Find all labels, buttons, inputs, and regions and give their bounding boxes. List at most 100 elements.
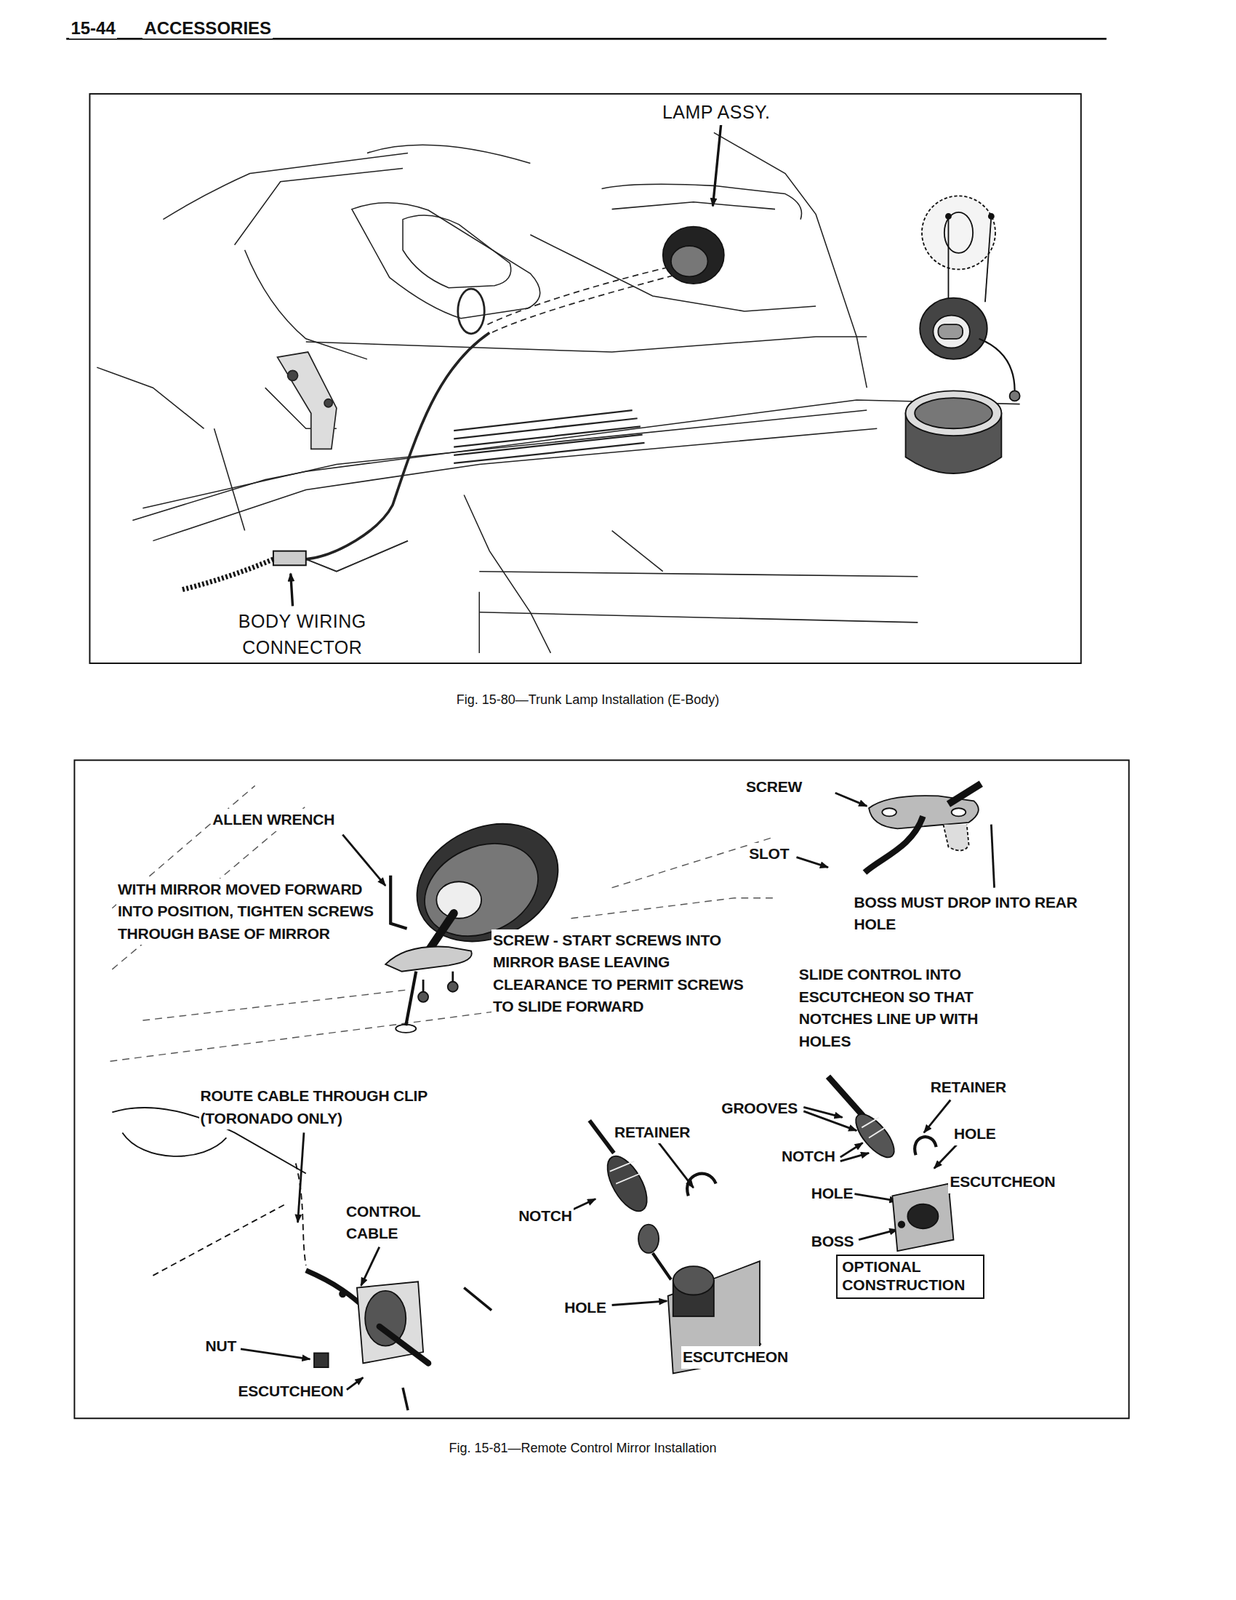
hinge-part [277, 351, 337, 449]
mirror-head-part [436, 881, 482, 919]
figure-frame [74, 93, 1129, 1418]
trunk-lid-drawing-part [142, 410, 867, 509]
hinge [277, 351, 337, 449]
trunk-lid-drawing-part [351, 202, 541, 319]
lamp-exploded-part [988, 213, 994, 219]
control-install-part [364, 1290, 406, 1346]
optional-construction-part [914, 1136, 936, 1155]
part-label: ALLEN WRENCH [210, 808, 336, 831]
leader-line-part [835, 792, 867, 806]
hinge-part [324, 399, 333, 408]
optional-construction-part [907, 1204, 938, 1229]
page-heading: ACCESSORIES [142, 18, 273, 39]
louvers-part [453, 418, 637, 439]
lamp-wire-part [458, 288, 485, 334]
lamp-exploded-part [1009, 390, 1021, 401]
instruction-note: SLIDE CONTROL INTO ESCUTCHEON SO THAT NO… [797, 963, 1031, 1053]
lamp-wire-part [487, 267, 668, 325]
mirror-base-detail-part [942, 824, 969, 851]
part-label: HOLE [809, 1182, 856, 1205]
control-exploded [589, 1120, 760, 1374]
mirror-base-detail-part [881, 807, 897, 816]
leader-line-part [346, 1377, 363, 1390]
part-label: GROOVES [719, 1097, 800, 1119]
leader-line-part [858, 1229, 898, 1240]
leader-line-part [712, 124, 721, 206]
control-install-part [122, 1132, 227, 1157]
control-install-part [152, 1204, 286, 1276]
mirror-head-part [422, 979, 425, 992]
trunk-lid-drawing-part [612, 202, 776, 210]
lamp-wire-part [306, 332, 490, 559]
mirror-head-part [405, 971, 416, 1026]
part-label: BODY WIRING CONNECTOR [219, 607, 386, 661]
control-install-part [295, 1162, 307, 1265]
control-install-part [379, 1326, 429, 1364]
trunk-lid-drawing-part [306, 336, 867, 352]
trunk-lid-drawing-part [479, 571, 918, 577]
leader-line-part [240, 1348, 310, 1359]
allen-wrench [390, 875, 407, 929]
part-label: RETAINER [612, 1121, 692, 1143]
mirror-base-detail-part [864, 815, 923, 872]
leader-line-part [854, 1193, 898, 1202]
figure-caption: Fig. 15-80—Trunk Lamp Installation (E-Bo… [351, 692, 824, 708]
leader-line-part [290, 573, 294, 607]
page-number: 15-44 [69, 18, 117, 39]
control-install-part [463, 1287, 492, 1311]
lamp-exploded-part [905, 390, 1002, 436]
trunk-lid-drawing-part [162, 152, 408, 219]
leader-line-part [796, 857, 828, 868]
lamp-exploded [905, 195, 1021, 474]
leader-line-part [840, 1152, 869, 1161]
part-label: ESCUTCHEON [948, 1170, 1057, 1193]
control-exploded-part [638, 1224, 659, 1253]
part-label: HOLE [562, 1296, 608, 1319]
optional-construction-part [861, 1116, 880, 1127]
box-text: OPTIONAL CONSTRUCTION [841, 1257, 978, 1294]
lamp-wire-part [306, 540, 408, 572]
control-exploded-part [652, 1252, 672, 1279]
trunk-lid-drawing [96, 132, 1020, 653]
trunk-lid-drawing-part [234, 168, 403, 246]
trunk-lid-drawing-part [612, 530, 664, 572]
figure-frame-part [89, 93, 1081, 664]
allen-wrench-part [390, 875, 407, 929]
body-wiring-connector [181, 551, 307, 590]
trunk-lid-drawing-part [96, 367, 204, 429]
part-label: NUT [204, 1334, 239, 1357]
lamp-exploded-part [985, 215, 991, 302]
part-label: SCREW [744, 775, 804, 798]
leader-line [290, 124, 722, 606]
body-wiring-connector-part [181, 559, 274, 590]
door-surface-part [570, 897, 776, 919]
body-wiring-connector-part [273, 551, 307, 566]
optional-construction-part [892, 1183, 954, 1252]
control-install-part [306, 1270, 365, 1308]
optional-construction [828, 1076, 954, 1251]
mirror-base-detail-part [868, 795, 979, 829]
trunk-lid-drawing-part [402, 215, 512, 288]
part-label: NOTCH [780, 1145, 837, 1167]
part-label: SLOT [747, 842, 791, 865]
part-label: BOSS [809, 1230, 856, 1252]
figure-caption: Fig. 15-81—Remote Control Mirror Install… [346, 1440, 819, 1456]
optional-construction-part [898, 1220, 905, 1227]
instruction-note: WITH MIRROR MOVED FORWARD INTO POSITION,… [116, 878, 376, 945]
control-install [111, 1107, 492, 1410]
part-label: CONTROL CABLE [344, 1200, 450, 1245]
mirror-base-detail-part [948, 783, 981, 805]
part-label: ESCUTCHEON [681, 1345, 790, 1368]
lamp-exploded-part [945, 213, 951, 219]
leader-line-part [924, 1100, 951, 1133]
lamp-wire-part [491, 275, 674, 333]
door-surface-part [142, 989, 408, 1021]
control-install-part [339, 1290, 346, 1297]
trunk-lid-drawing-part [602, 183, 802, 219]
control-exploded-part [673, 1265, 714, 1295]
control-exploded-part [615, 1173, 641, 1184]
leader-line [990, 824, 994, 888]
mirror-base-detail [864, 783, 981, 873]
